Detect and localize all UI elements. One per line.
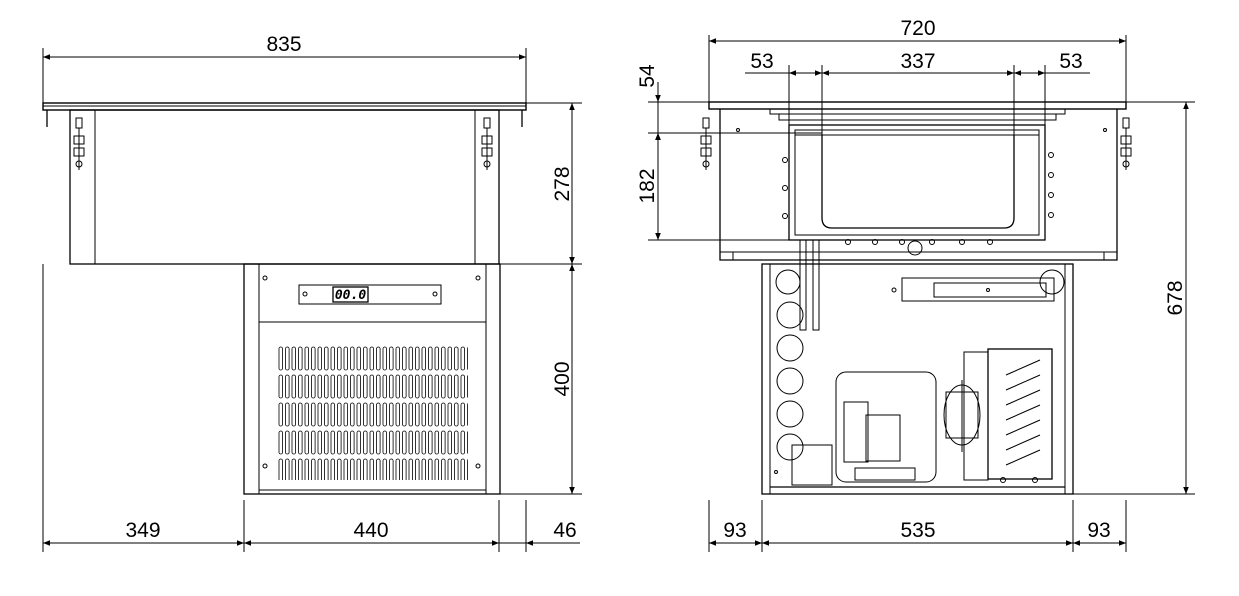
tank-body (69, 109, 500, 265)
dim-side-flange-left: 53 (750, 50, 773, 73)
condenser-fan-icon (943, 351, 989, 481)
inner-tank (788, 124, 1046, 241)
ventilation-grille (278, 345, 468, 480)
dim-side-rim-height: 54 (636, 64, 659, 88)
dim-side-gn-width: 337 (900, 50, 935, 73)
control-panel (298, 284, 442, 305)
side-view: 720 53 337 53 54 182 678 (636, 17, 1195, 552)
dim-side-width: 720 (900, 17, 935, 40)
dim-side-margin-right: 93 (1087, 519, 1110, 542)
dim-front-width: 835 (266, 33, 301, 56)
condenser (987, 348, 1053, 480)
side-clamp-right-icon (1120, 117, 1132, 170)
top-rim (708, 101, 1127, 110)
front-view: 00.0 835 278 400 349 440 46 (42, 33, 582, 552)
refrigeration-unit-side (761, 263, 1074, 495)
dim-front-unit-width: 440 (353, 519, 388, 542)
dim-side-flange-right: 53 (1059, 50, 1082, 73)
dim-front-left: 349 (125, 519, 160, 542)
evaporator-bracket (901, 277, 1055, 302)
dim-front-unit-height: 400 (551, 361, 574, 396)
dim-side-unit-width: 535 (900, 519, 935, 542)
dim-side-gn-depth: 182 (636, 168, 659, 203)
dim-front-right: 46 (553, 519, 576, 542)
tank-body-side (719, 109, 1118, 261)
clamp-left-icon (73, 117, 85, 170)
dim-side-total-height: 678 (1164, 280, 1187, 315)
dim-side-margin-left: 93 (723, 519, 746, 542)
front-dimensions: 835 278 400 349 440 46 (42, 33, 582, 552)
gn-container (821, 135, 1015, 229)
side-dimensions: 720 53 337 53 54 182 678 (636, 17, 1195, 552)
side-clamp-left-icon (700, 117, 712, 170)
dim-front-tank-height: 278 (551, 166, 574, 201)
compressor (835, 371, 937, 483)
display-readout: 00.0 (335, 288, 366, 303)
temperature-display (332, 286, 369, 303)
clamp-right-icon (481, 117, 493, 170)
